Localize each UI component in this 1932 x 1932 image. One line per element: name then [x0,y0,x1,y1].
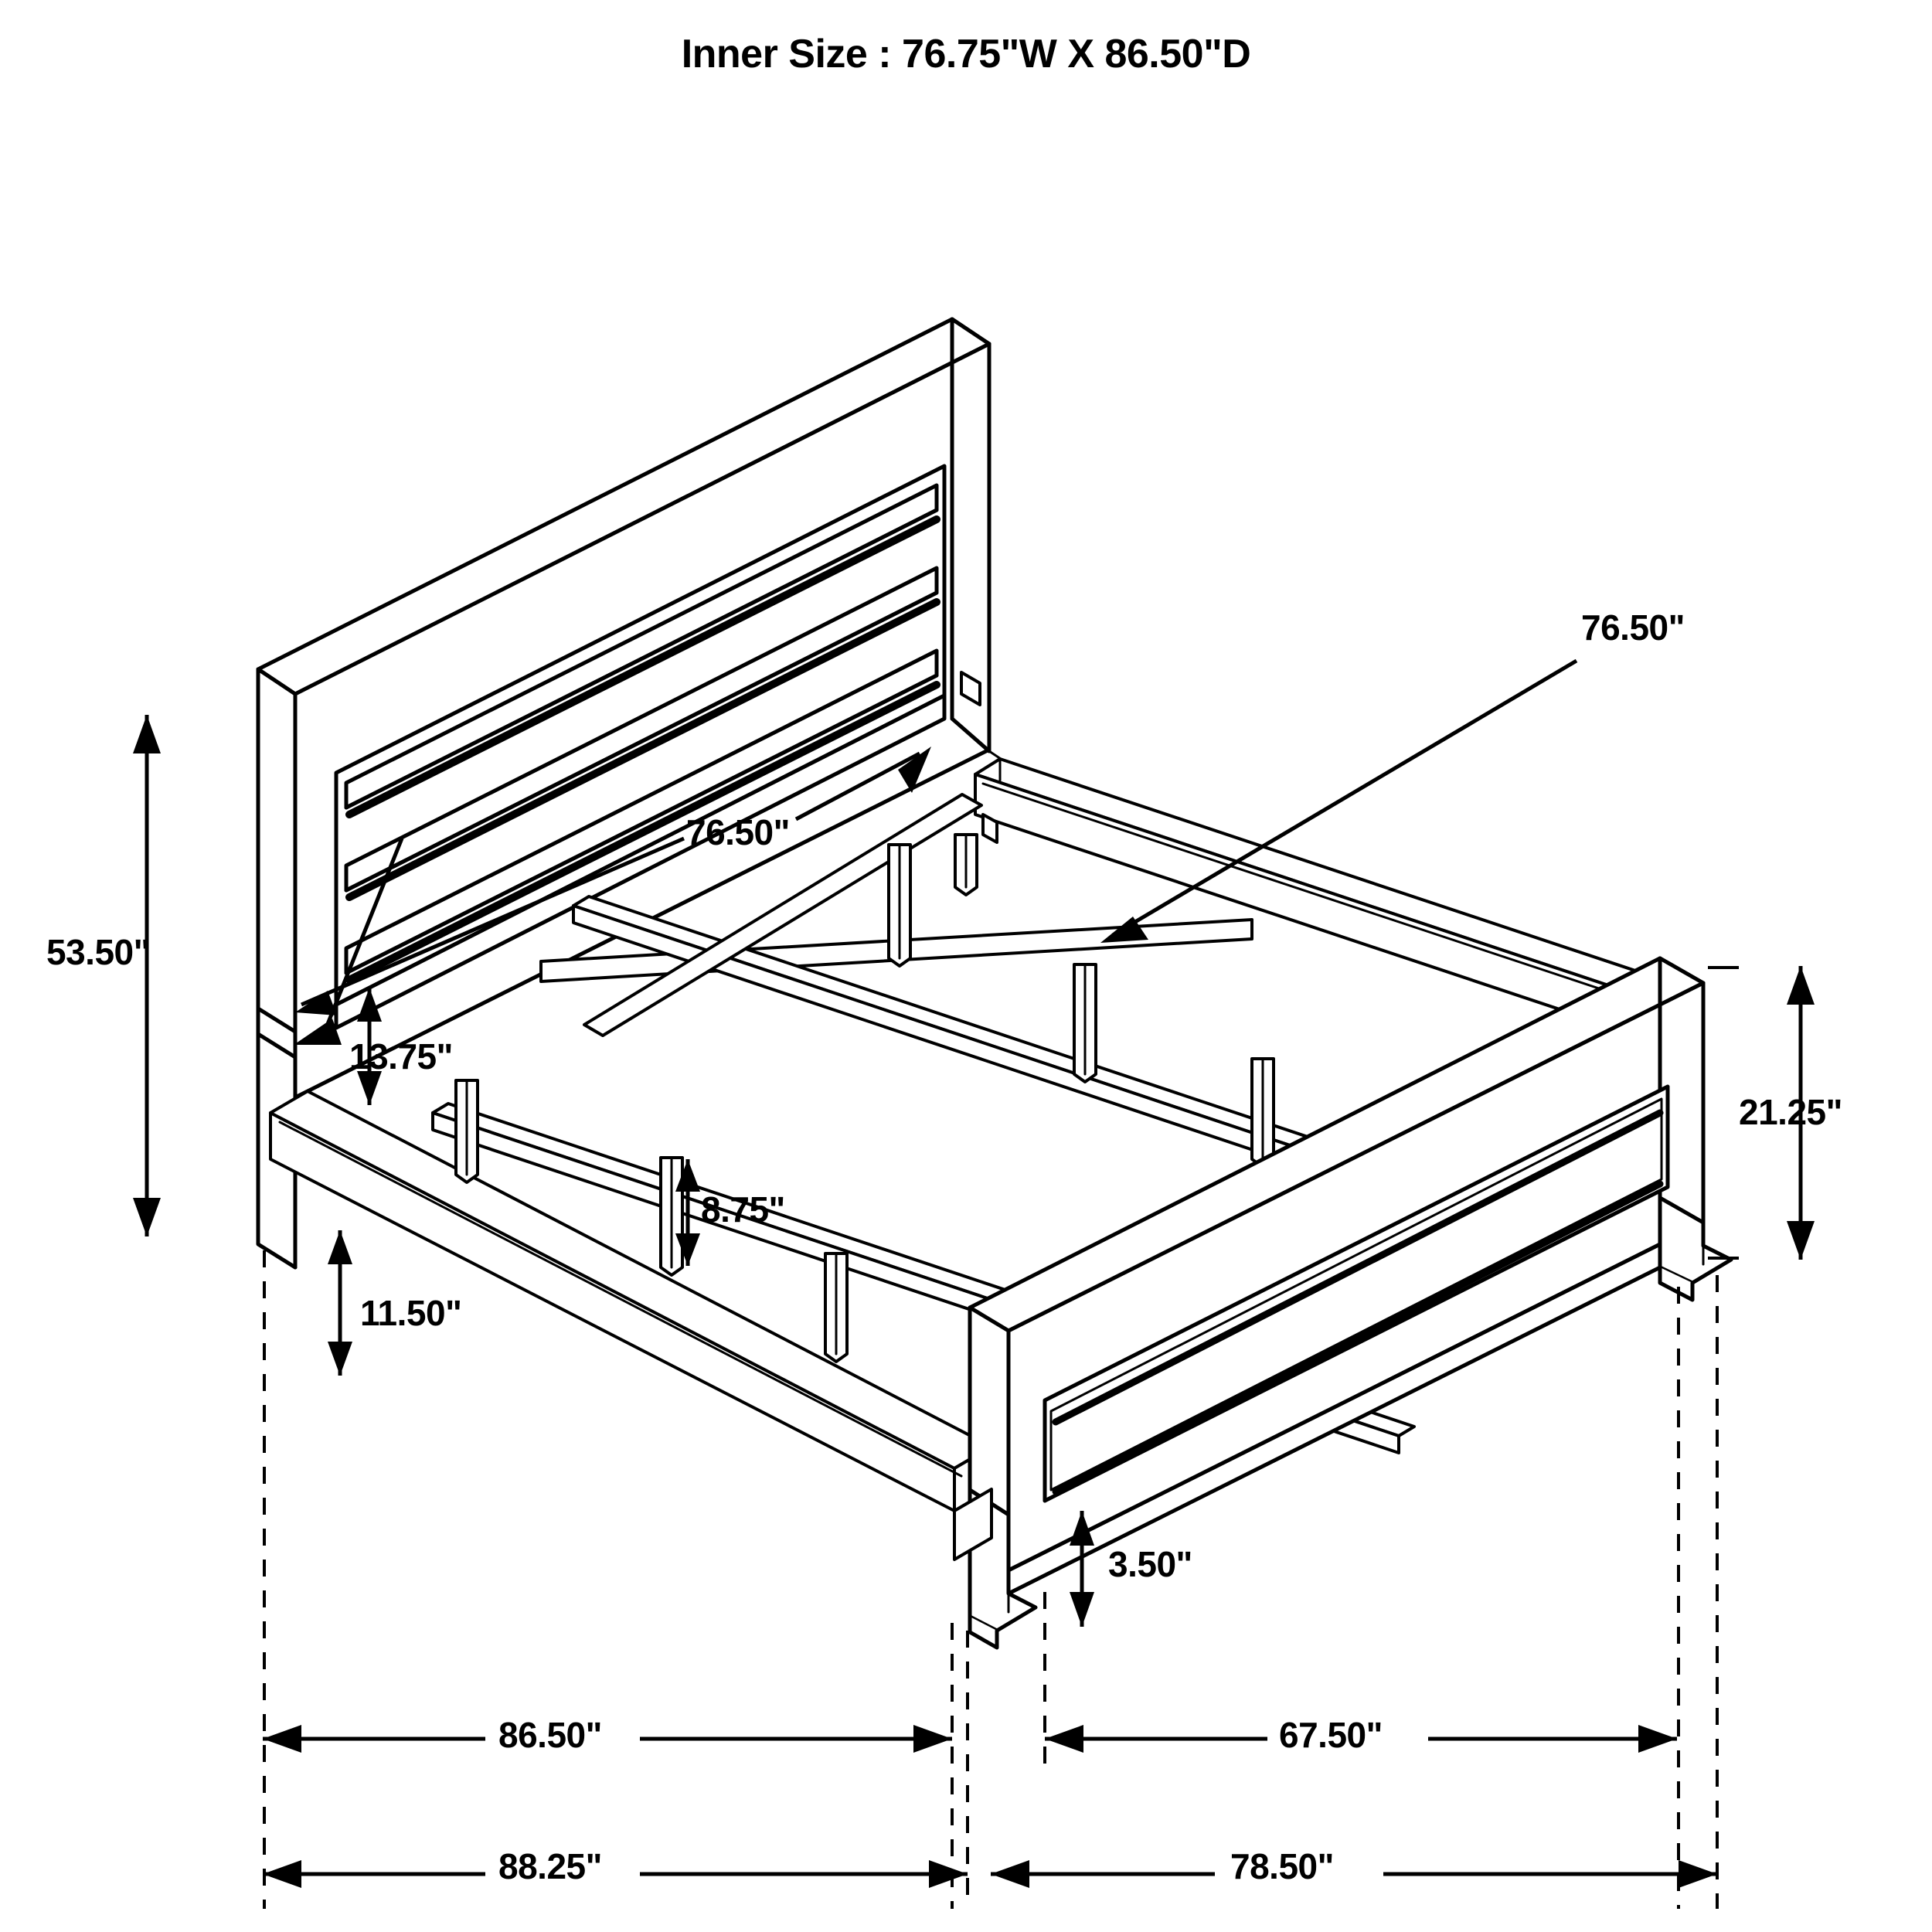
dim-label-footboard-height: 21.25" [1739,1092,1842,1132]
dim-label-rail-height: 11.50" [360,1293,462,1333]
page-title: Inner Size : 76.75"W X 86.50"D [681,32,1251,77]
center-beam [583,793,998,1037]
dim-line-center-leg-height [675,1159,700,1266]
dim-label-footboard-span: 78.50" [1230,1846,1334,1886]
dim-line-footboard-depth [1045,1725,1677,1753]
dim-label-center-leg-height: 8.75" [701,1189,785,1230]
leader-frame-inner-width [1100,658,1578,943]
dim-label-footboard-depth: 67.50" [1279,1715,1383,1755]
dim-line-footboard-span [991,1860,1717,1888]
dim-label-frame-depth: 86.50" [498,1715,602,1755]
leader-headboard-width [295,747,931,1015]
leader-headboard-bottom [294,838,404,1045]
dim-line-rail-height [328,1230,352,1376]
dim-label-headboard-panel-drop: 13.75" [349,1036,453,1077]
dim-label-footboard-clearance: 3.50" [1108,1544,1192,1584]
right-side-rail [974,750,1688,1045]
dim-line-headboard-panel-drop [357,988,382,1105]
headboard [256,317,992,1270]
dim-label-frame-inner-width: 76.50" [1581,607,1685,648]
dim-line-overall-height [133,715,161,1236]
ext-lines-footboard-height [1708,966,1739,1260]
dim-label-headboard-width: 76.50" [686,812,790,852]
dim-line-frame-depth [263,1725,952,1753]
extension-lines [263,1250,1719,1909]
footboard-left-leg-block [953,1488,993,1561]
dim-line-overall-depth [263,1860,968,1888]
dim-label-overall-depth: 88.25" [498,1846,602,1886]
dim-line-footboard-clearance [1070,1511,1094,1627]
dim-line-footboard-height [1787,966,1815,1260]
dim-label-overall-height: 53.50" [46,932,150,972]
